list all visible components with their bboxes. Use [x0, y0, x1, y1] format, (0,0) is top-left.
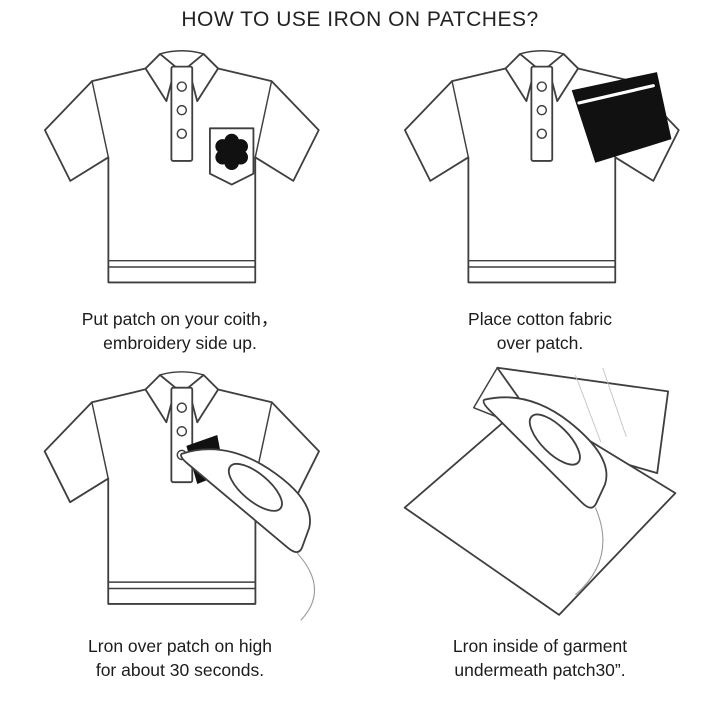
caption-line: undermeath patch30”. [454, 659, 626, 680]
caption-line: Put patch on your coith， [81, 309, 279, 329]
caption-line: for about 30 seconds. [95, 659, 265, 680]
guide-line [602, 367, 627, 438]
step-3-caption: Lron over patch on high for about 30 sec… [88, 635, 272, 682]
patch-icon [215, 133, 248, 170]
steps-grid: Put patch on your coith， embroidery side… [0, 34, 720, 683]
polo-shirt-with-patch [43, 49, 320, 284]
step-4-caption: Lron inside of garment undermeath patch3… [453, 635, 627, 682]
garment-sheet [403, 401, 677, 616]
iron-cord [296, 552, 316, 621]
step-3-panel: Lron over patch on high for about 30 sec… [0, 355, 360, 682]
page-title: HOW TO USE IRON ON PATCHES? [181, 8, 539, 31]
caption-line: Lron inside of garment [452, 636, 628, 657]
caption-line: Place cotton fabric [468, 309, 612, 329]
guide-line [575, 375, 602, 443]
caption-line: embroidery side up. [103, 332, 257, 353]
cotton-fabric-icon [571, 72, 672, 163]
polo-shirt-with-cotton-fabric [404, 49, 680, 284]
step-1-caption: Put patch on your coith， embroidery side… [82, 308, 279, 355]
step-2-caption: Place cotton fabric over patch. [468, 308, 612, 355]
iron-cord [575, 507, 604, 596]
caption-line: Lron over patch on high [88, 636, 272, 657]
caption-line: over patch. [496, 332, 584, 353]
step-2-panel: Place cotton fabric over patch. [360, 34, 720, 355]
step-1-panel: Put patch on your coith， embroidery side… [0, 34, 360, 355]
inside-out-garment-with-iron [403, 366, 677, 616]
polo-shirt-with-iron [43, 371, 330, 621]
step-4-panel: Lron inside of garment undermeath patch3… [360, 355, 720, 682]
